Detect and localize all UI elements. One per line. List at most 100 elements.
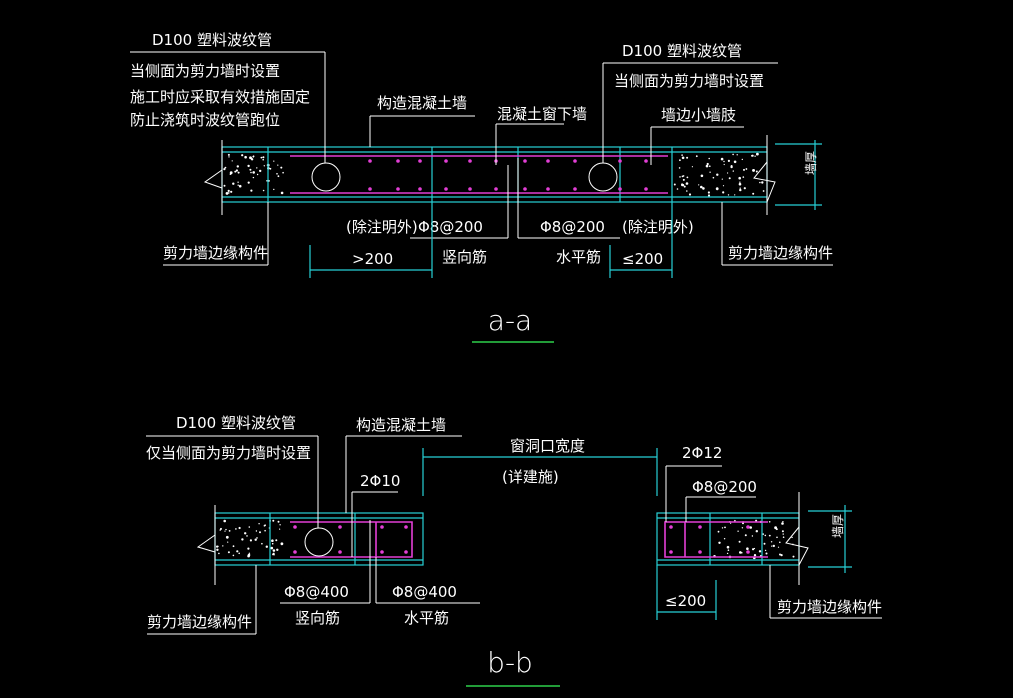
rebar-dot [293, 550, 297, 554]
hatch-speck [249, 539, 252, 542]
rebar-dot [338, 550, 342, 554]
hatch-speck [751, 535, 754, 537]
hatch-speck [779, 541, 781, 544]
label-edge-bb-right: 剪力墙边缘构件 [777, 598, 882, 616]
label-horizontal-aa: 水平筋 [556, 248, 601, 266]
dim-label-aa-right: ≤200 [622, 250, 663, 268]
label-struct-wall-bb: 构造混凝土墙 [356, 416, 446, 434]
hatch-speck [744, 534, 747, 537]
hatch-speck [782, 536, 785, 538]
hatch-speck [273, 554, 275, 556]
hatch-speck [745, 168, 748, 170]
hatch-speck [723, 538, 726, 540]
hatch-speck [271, 542, 274, 545]
hatch-speck [223, 168, 226, 171]
label-vertical-bb: 竖向筋 [295, 609, 340, 627]
hatch-speck [754, 155, 756, 157]
hatch-speck [691, 166, 694, 168]
hatch-speck [227, 153, 230, 156]
hatch-speck [272, 519, 275, 522]
rebar-dot [380, 525, 384, 529]
rebar-dot [618, 187, 622, 191]
hatch-speck [280, 542, 284, 546]
hatch-speck [741, 158, 743, 161]
hatch-speck [753, 554, 757, 557]
rebar-dot [404, 525, 408, 529]
rebar-dot [546, 159, 550, 163]
hatch-speck [277, 175, 280, 178]
rebar-dot [418, 159, 422, 163]
hatch-speck [764, 549, 767, 552]
rebar-dot [644, 187, 648, 191]
hatch-speck [777, 546, 780, 548]
rebar-dot [468, 187, 472, 191]
hatch-speck [228, 530, 231, 532]
label-small-pier-aa: 墙边小墙肢 [661, 106, 736, 124]
rebar-dots-bb [293, 525, 750, 554]
hatch-speck [734, 519, 736, 522]
hatch-speck [717, 530, 720, 533]
hatch-speck [768, 534, 771, 537]
hatch-speck [678, 167, 681, 169]
hatch-speck [762, 190, 765, 192]
pipe-aa-right [588, 162, 618, 192]
rebar-dot [573, 187, 577, 191]
hatch-speck [258, 523, 260, 525]
hatch-speck [681, 154, 683, 156]
rebar-dot [368, 159, 372, 163]
hatch-speck [229, 173, 232, 176]
hatch-speck [272, 552, 275, 555]
hatch-speck [270, 546, 274, 550]
hatch-speck [727, 549, 730, 551]
hatch-speck [679, 176, 681, 178]
label-d100-bb: D100 塑料波纹管 [176, 414, 296, 432]
hatch-speck [218, 552, 220, 555]
hatch-speck [679, 159, 681, 162]
hatch-speck [730, 165, 733, 169]
hatch-speck [228, 192, 230, 194]
label-rebar-h-bb: Φ8@400 [392, 583, 457, 601]
hatch-speck [763, 542, 766, 545]
hatch-speck [235, 169, 238, 172]
note-aa-right: 当侧面为剪力墙时设置 [614, 72, 764, 90]
rebar-dot [494, 187, 498, 191]
hatch-speck [244, 532, 247, 535]
hatch-speck [741, 527, 744, 529]
hatch-speck [705, 164, 709, 168]
label-2phi12: 2Φ12 [682, 444, 722, 462]
hatch-speck [738, 182, 742, 186]
hatch-speck [235, 528, 237, 530]
hatch-speck [781, 530, 784, 533]
hatch-speck [255, 530, 258, 532]
label-rebar-v-bb: Φ8@400 [284, 583, 349, 601]
hatch-speck [712, 176, 715, 179]
rebar-bb-right [664, 521, 768, 558]
rebar-dot [338, 525, 342, 529]
hatch-speck [280, 166, 283, 169]
hatch-speck [770, 541, 773, 543]
hatch-speck [686, 176, 689, 179]
hatch-speck [775, 528, 778, 531]
hatch-speck [256, 537, 258, 539]
rebar-dot [746, 550, 750, 554]
hatch-speck [249, 168, 252, 171]
rebar-dot [669, 550, 673, 554]
hatch-speck [262, 156, 265, 159]
hatch-speck [782, 533, 784, 535]
hatch-speck [232, 545, 235, 548]
hatch-speck [716, 173, 719, 176]
hatch-speck [776, 536, 778, 539]
hatch-speck [280, 191, 284, 195]
label-rebar-h-aa: Φ8@200 [540, 218, 605, 236]
hatch-speck [273, 160, 275, 162]
hatch-speck [753, 547, 756, 550]
hatch-speck [250, 189, 253, 192]
hatch-speck [727, 194, 730, 196]
break-mark-aa-left [203, 169, 223, 202]
hatch-speck [248, 552, 251, 554]
hatch-speck [227, 189, 230, 192]
pipe-bb [304, 527, 334, 557]
hatch-speck [282, 171, 284, 174]
hatch-speck [739, 188, 742, 192]
